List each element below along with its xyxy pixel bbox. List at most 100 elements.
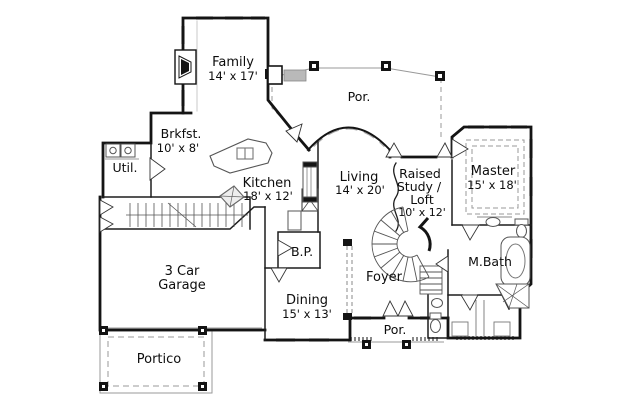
wall-master-wing xyxy=(446,125,533,340)
cooktop-hatch xyxy=(219,185,245,208)
wall-front-foyer xyxy=(263,316,450,342)
column-center xyxy=(405,343,408,346)
room-label-porch-top: Por. xyxy=(348,89,371,104)
room-dim-brkfst: 10' x 8' xyxy=(157,141,199,155)
media-cabinet-icon xyxy=(267,65,283,85)
powder-fixtures xyxy=(429,298,443,333)
room-label-dining: Dining xyxy=(286,293,328,308)
spiral-newel-wall xyxy=(417,217,432,252)
room-dim-study: 10' x 12' xyxy=(398,206,446,219)
room-label-study-3: Loft xyxy=(410,192,434,207)
room-label-util: Util. xyxy=(113,160,138,175)
room-dim-kitchen: 18' x 12' xyxy=(243,189,293,203)
room-dim-family: 14' x 17' xyxy=(208,69,258,83)
porch-bottom-column-centers xyxy=(365,343,408,346)
firebox-fill xyxy=(181,59,189,75)
room-label-master: Master xyxy=(471,164,516,179)
foyer-column-block-bottom xyxy=(343,313,352,320)
door-swing-icon xyxy=(461,224,480,241)
spiral-inner-arc xyxy=(396,230,418,258)
column-center xyxy=(201,329,204,332)
room-label-study-2: Study / xyxy=(397,179,442,194)
spiral-treads xyxy=(372,206,430,282)
room-label-garage-1: 3 Car xyxy=(165,264,200,279)
foyer-column-line xyxy=(343,239,353,320)
room-label-porch-bottom: Por. xyxy=(384,322,407,337)
door-swing-icon xyxy=(460,294,479,311)
foyer-dashed-lines xyxy=(346,246,353,313)
closet-shelving-icon xyxy=(451,300,511,337)
bay-cap-bottom xyxy=(302,196,318,203)
door-swing-icon xyxy=(382,299,399,317)
wall-study-curved xyxy=(393,162,399,232)
portico-column-centers xyxy=(102,329,204,388)
room-label-brkfst: Brkfst. xyxy=(161,126,202,141)
foyer-column-block-top xyxy=(343,239,352,246)
door-swing-icon xyxy=(99,199,114,216)
bay-outline xyxy=(302,161,318,203)
sink-icon xyxy=(485,217,501,227)
door-swing-icon xyxy=(385,142,403,158)
rod-lines xyxy=(475,300,485,336)
stair-rail xyxy=(126,202,248,228)
column-center xyxy=(201,385,204,388)
room-label-garage-2: Garage xyxy=(158,278,206,293)
bathtub-icon xyxy=(505,243,526,279)
media-shelf-icon xyxy=(283,69,307,82)
bay-window-icon xyxy=(302,161,318,203)
column-center xyxy=(384,64,388,68)
back-stair-treads xyxy=(420,271,442,291)
shelf xyxy=(493,321,511,337)
room-label-mbath: M.Bath xyxy=(468,254,512,269)
dryer-door xyxy=(124,146,132,155)
column-center xyxy=(438,74,442,78)
room-label-study-1: Raised xyxy=(399,166,441,181)
door-swing-icon xyxy=(451,138,469,159)
main-stair-icon xyxy=(126,202,248,228)
column-center xyxy=(102,385,105,388)
back-stair-icon xyxy=(419,265,443,295)
bay-cap-top xyxy=(302,161,318,168)
mbath-fixtures xyxy=(477,216,531,309)
wall-garage-top xyxy=(99,206,266,230)
porch-bottom-columns xyxy=(362,340,411,349)
washer-door xyxy=(109,146,117,155)
room-label-foyer: Foyer xyxy=(366,270,403,285)
tray-outer xyxy=(465,139,525,215)
family-fixtures xyxy=(174,49,307,85)
room-dim-master: 15' x 18' xyxy=(467,178,517,192)
shower-x xyxy=(495,283,530,309)
door-swing-icon xyxy=(149,157,166,181)
tray-inner xyxy=(471,145,519,209)
room-label-portico: Portico xyxy=(137,352,182,367)
room-dim-dining: 15' x 13' xyxy=(282,307,332,321)
spiral-outer-arc xyxy=(371,206,430,283)
toilet-tank xyxy=(429,312,442,320)
column-center xyxy=(312,64,316,68)
door-swings xyxy=(99,123,480,317)
cabinet-icon xyxy=(287,210,302,231)
door-swing-icon xyxy=(435,255,449,273)
door-swing-icon xyxy=(277,239,293,257)
wall-arch-shoulder xyxy=(295,134,311,152)
shelf xyxy=(451,321,469,337)
portico-inner-dashed xyxy=(107,336,205,387)
back-stair-outline xyxy=(419,265,443,295)
door-swing-icon xyxy=(436,142,453,158)
porch-outlines xyxy=(99,67,444,394)
toilet-icon xyxy=(516,224,527,238)
room-labels: Family 14' x 17' Brkfst. 10' x 8' Util. … xyxy=(113,55,517,367)
toilet-icon xyxy=(430,319,441,333)
room-label-bp: B.P. xyxy=(291,244,313,259)
column-center xyxy=(365,343,368,346)
door-swing-icon xyxy=(285,123,303,143)
column-center xyxy=(102,329,105,332)
washer-dryer-icon xyxy=(105,143,139,160)
tray-ceiling-outline xyxy=(465,139,525,215)
door-swing-icon xyxy=(99,216,114,233)
room-label-living: Living xyxy=(340,170,379,185)
door-swing-icon xyxy=(397,299,414,317)
spiral-stair-icon xyxy=(371,206,432,283)
room-label-kitchen: Kitchen xyxy=(243,176,292,191)
